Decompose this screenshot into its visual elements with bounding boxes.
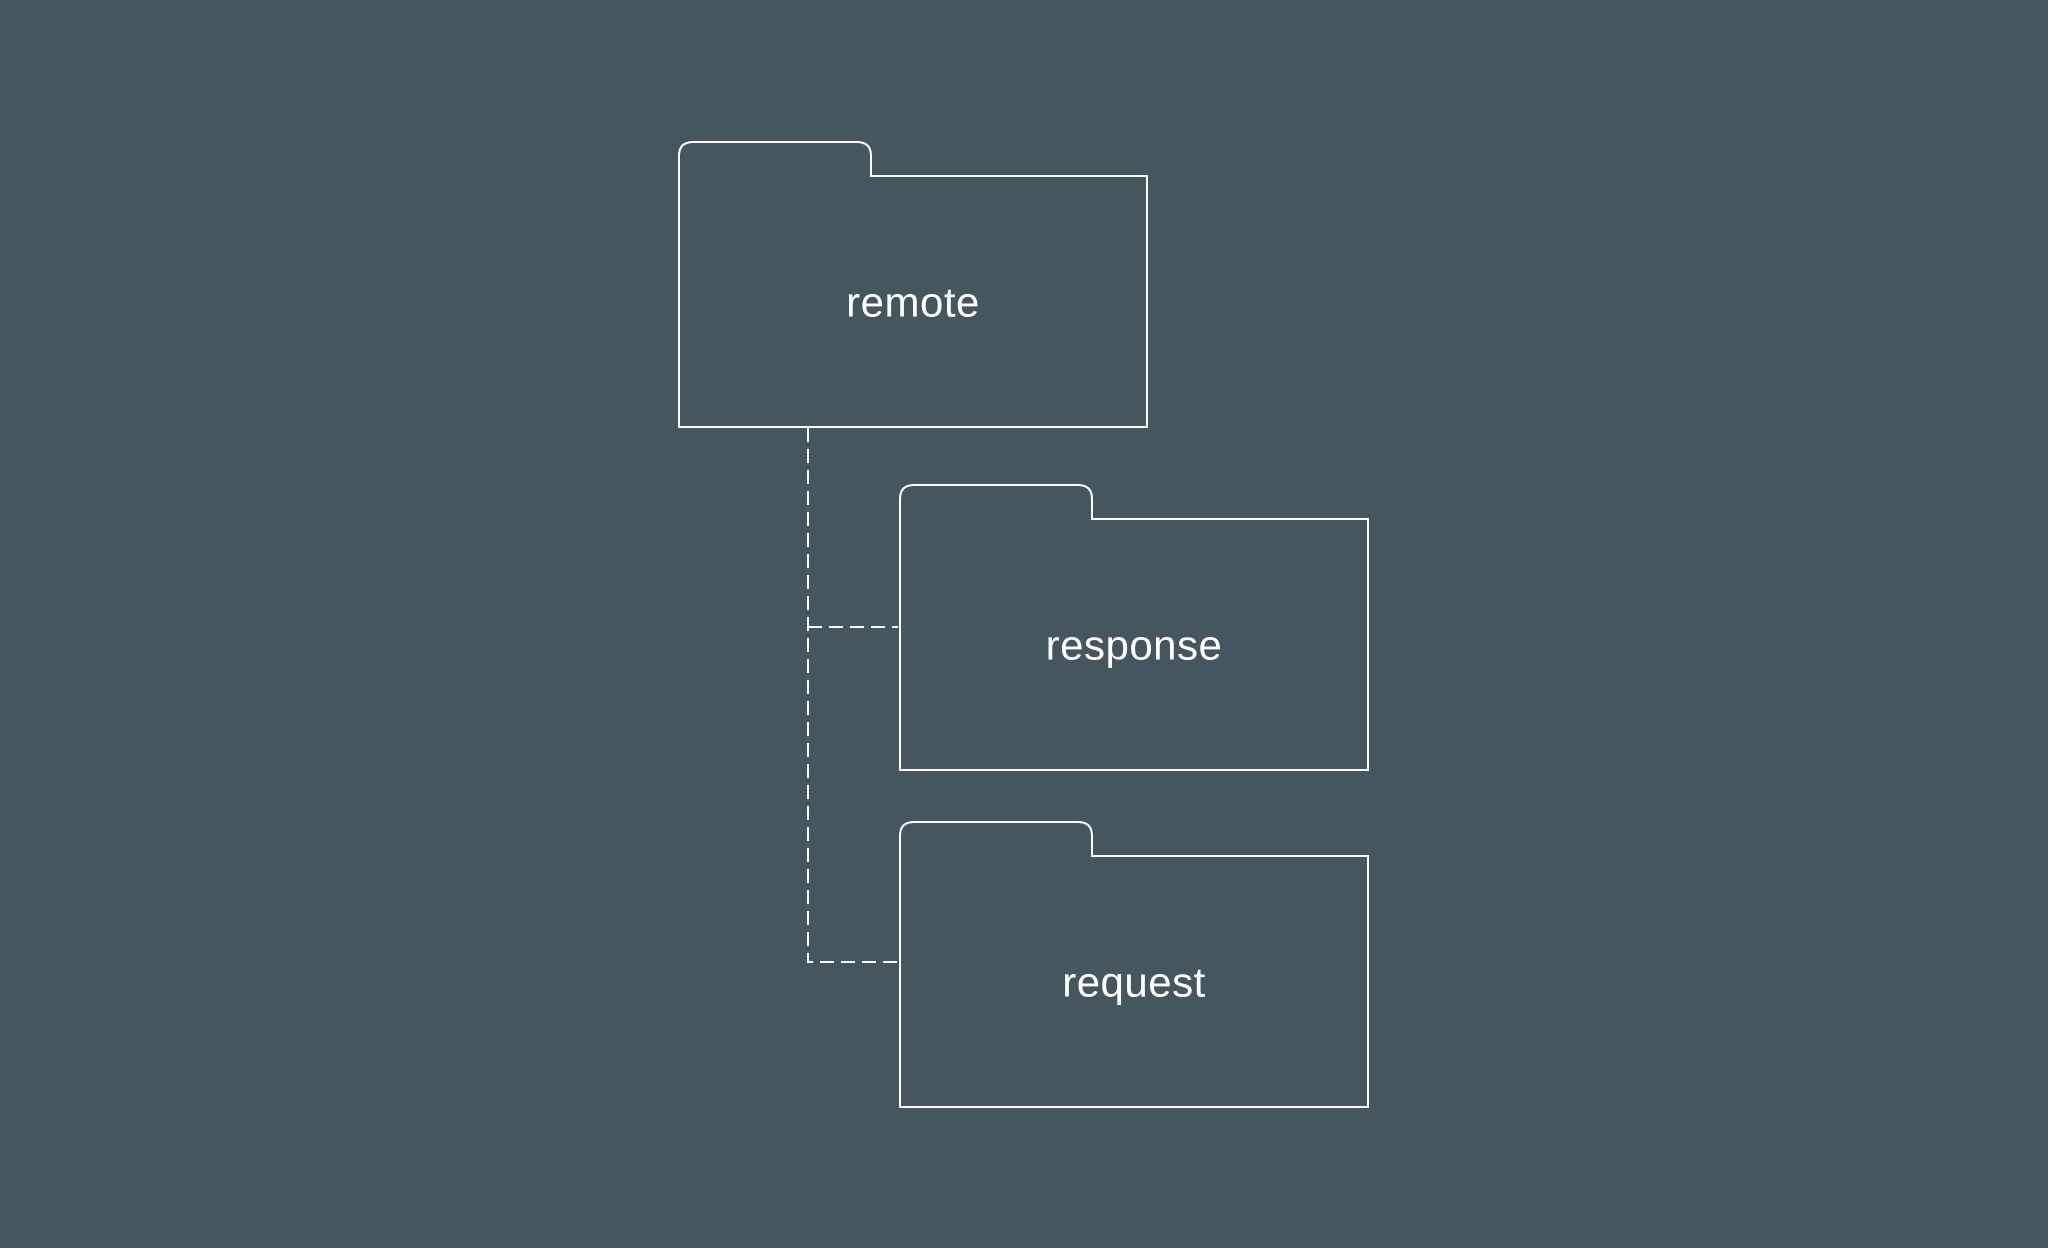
folder-label-response: response xyxy=(1046,622,1223,669)
folder-node-remote: remote xyxy=(678,141,1148,428)
folder-label-request: request xyxy=(1062,959,1206,1006)
folder-node-request: request xyxy=(899,821,1369,1108)
folder-shape-request xyxy=(899,821,1369,1108)
folder-shape-response xyxy=(899,484,1369,771)
folder-label-remote: remote xyxy=(846,279,980,326)
folder-node-response: response xyxy=(899,484,1369,771)
connector-trunk-and-request-branch xyxy=(807,428,898,963)
tree-connector xyxy=(807,428,898,963)
folder-shape-remote xyxy=(678,141,1148,428)
